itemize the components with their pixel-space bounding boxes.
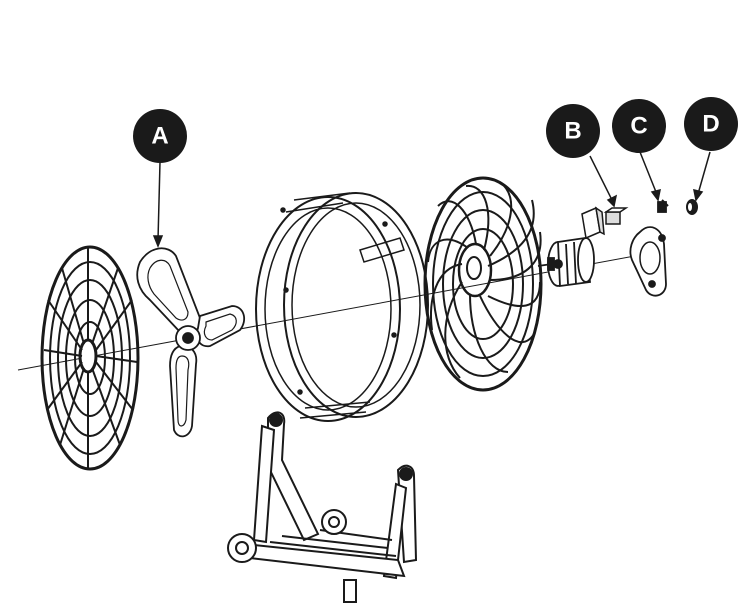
front-grille: [40, 245, 140, 471]
knob-part: [686, 199, 698, 215]
rear-grille: [423, 176, 543, 392]
callout-a: A: [133, 109, 187, 163]
callout-d: D: [684, 97, 738, 151]
callout-c: C: [612, 99, 666, 153]
drum-housing: [255, 192, 429, 422]
leader-arrow-c: [639, 151, 657, 193]
fan-blade-assembly: [136, 247, 246, 438]
assembly-axis-line: [17, 254, 641, 371]
callout-b: B: [546, 104, 600, 158]
leader-arrows: [152, 151, 711, 249]
leader-arrow-d: [697, 151, 711, 195]
callout-a-label: A: [151, 123, 168, 150]
callout-c-label: C: [630, 113, 647, 140]
callout-b-label: B: [564, 118, 581, 145]
motor-mount-bracket: [629, 199, 669, 297]
capacitor-and-switch-parts: [581, 206, 629, 240]
leader-arrow-b: [589, 155, 613, 201]
wheeled-stand: [227, 411, 418, 603]
callout-d-label: D: [702, 111, 719, 138]
motor: [537, 236, 595, 288]
leader-arrow-a: [157, 161, 161, 241]
